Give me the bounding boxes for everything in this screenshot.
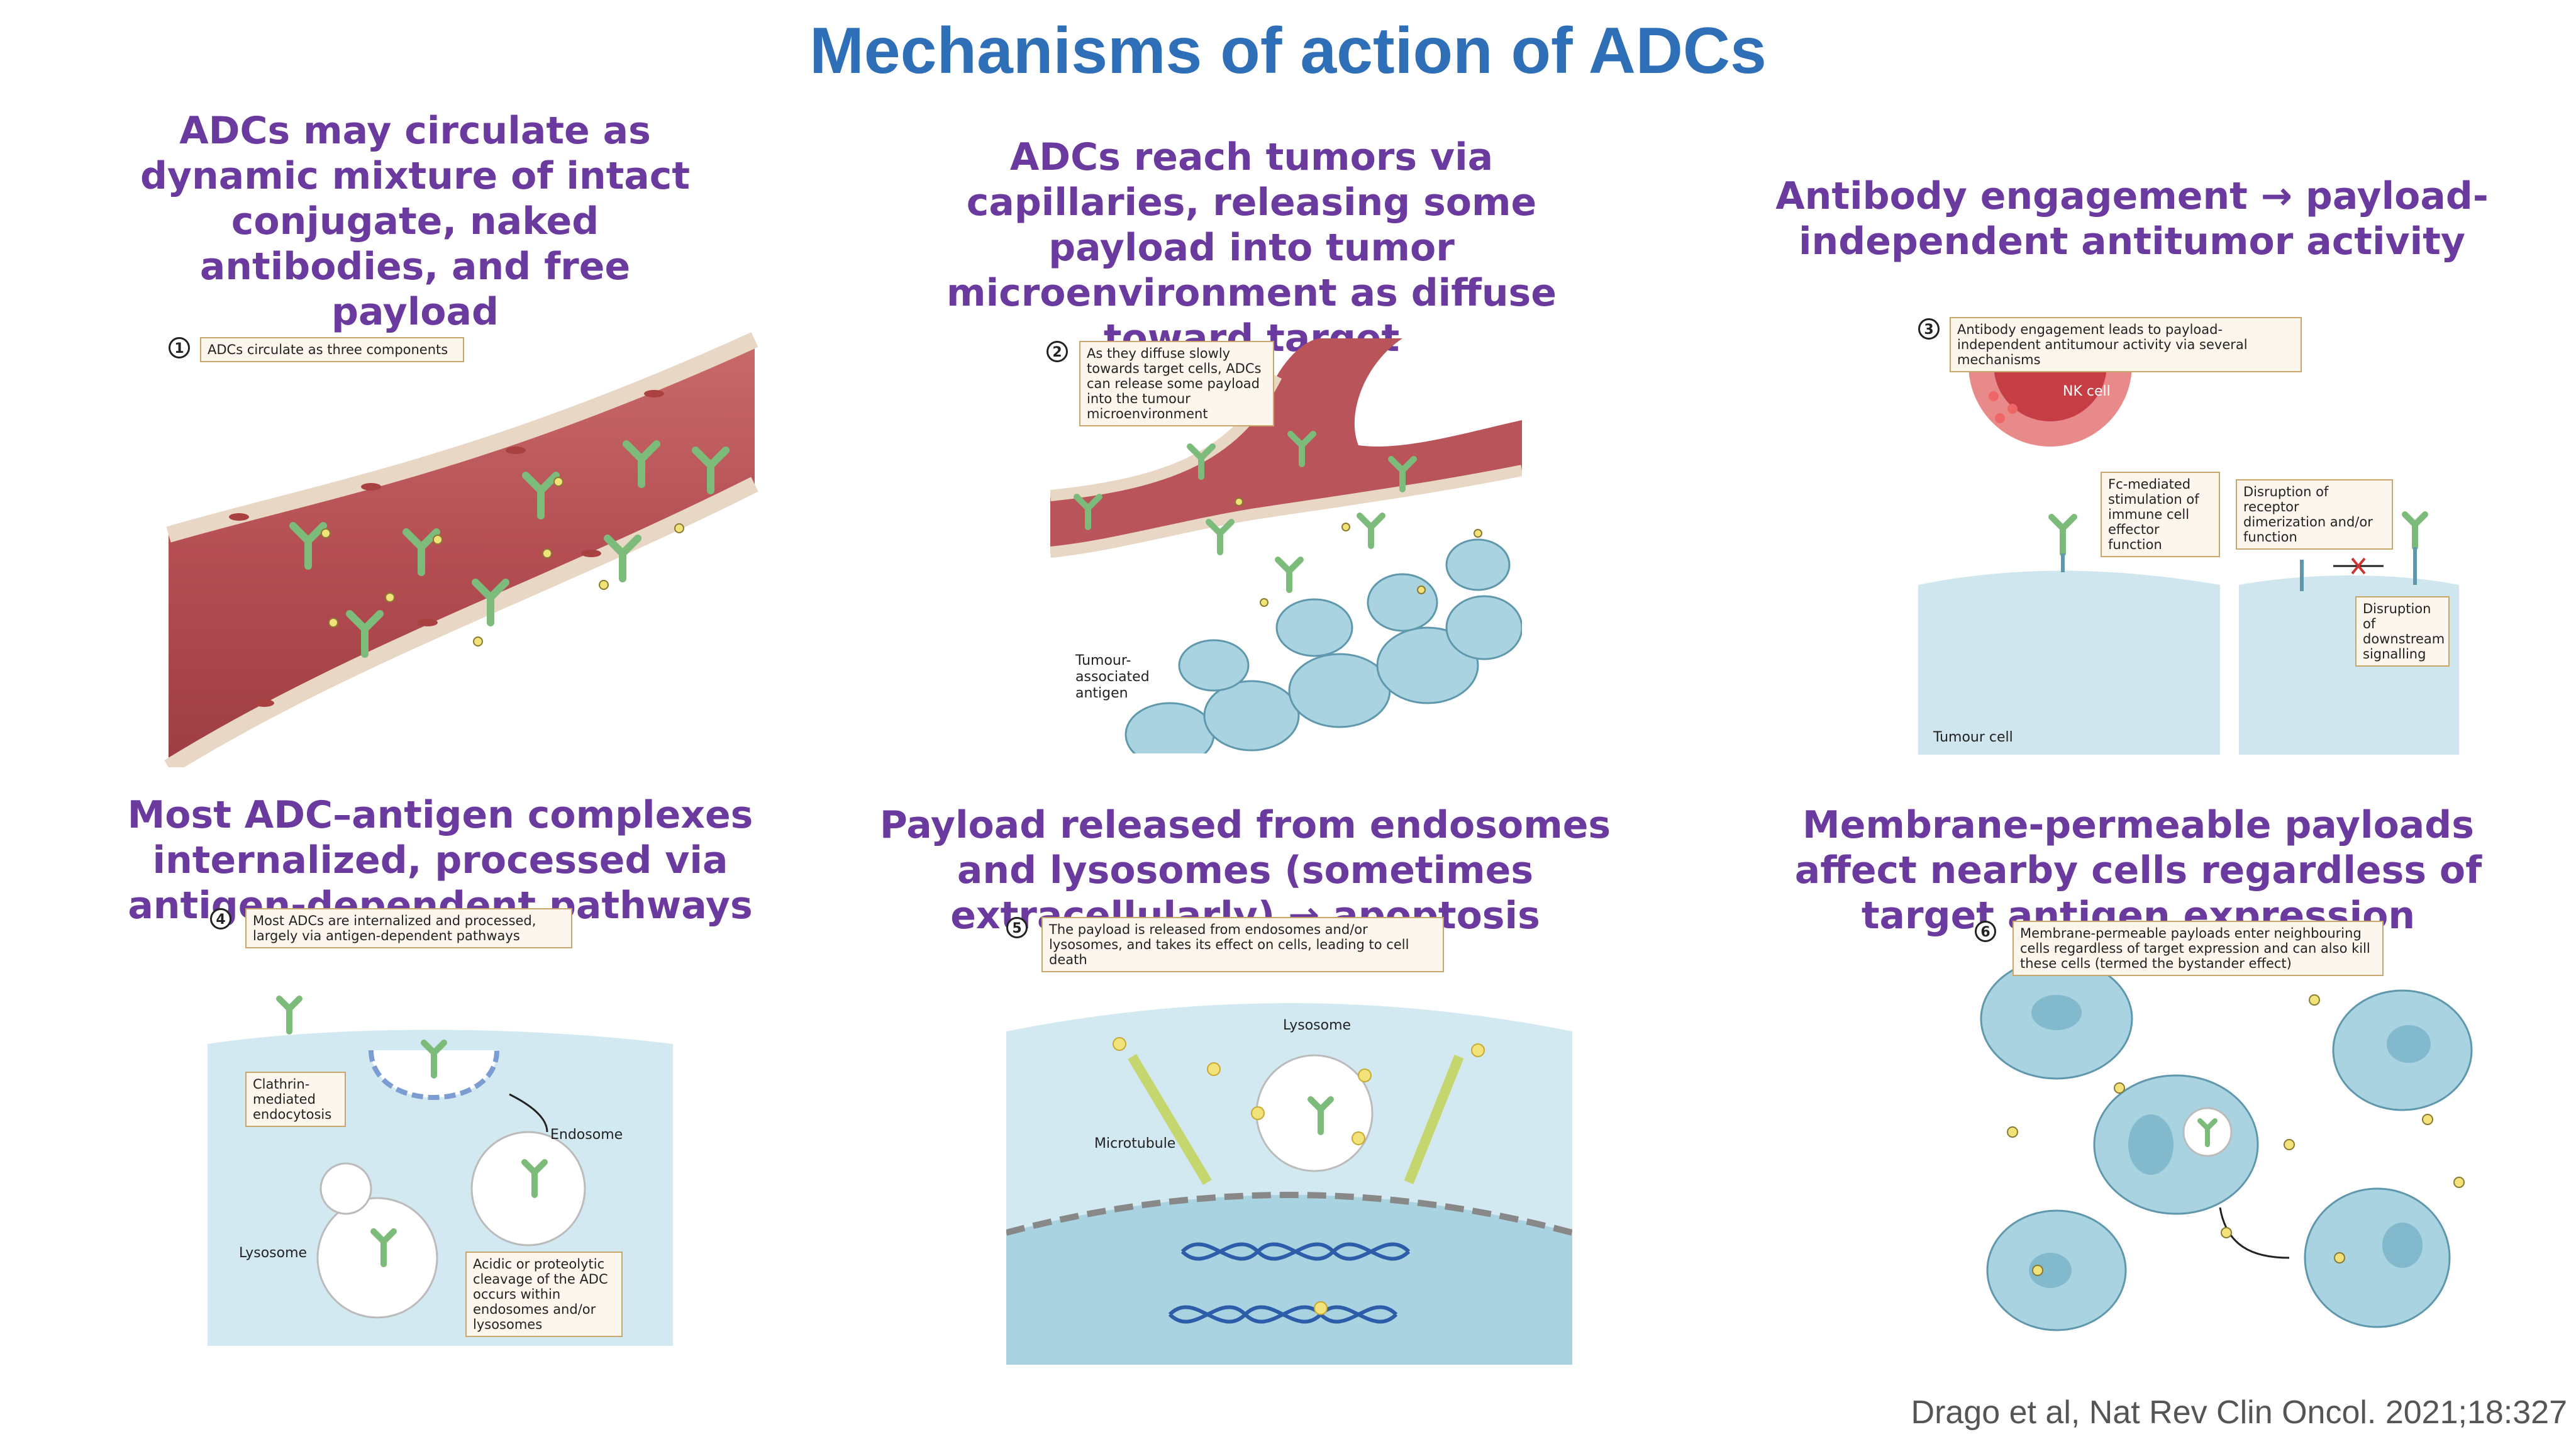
label-tumour-antigen: Tumour-associated antigen (1075, 653, 1150, 701)
heading-capillaries: ADCs reach tumors via capillaries, relea… (947, 135, 1557, 360)
step-number-2: 2 (1046, 341, 1068, 362)
panel-circulation: 1 ADCs circulate as three components (164, 327, 761, 767)
step-number-3: 3 (1918, 318, 1940, 340)
callout-payload-release: The payload is released from endosomes a… (1041, 917, 1444, 972)
panel-antibody-engagement: 3 Antibody engagement leads to payload-i… (1918, 314, 2465, 761)
label-nk-cell: NK cell (2063, 384, 2111, 399)
panel-payload-release: 5 The payload is released from endosomes… (1006, 912, 1572, 1365)
citation: Drago et al, Nat Rev Clin Oncol. 2021;18… (1911, 1394, 2567, 1431)
panel-bystander: 6 Membrane-permeable payloads enter neig… (1962, 918, 2497, 1358)
callout-downstream-signalling: Disruption of downstream signalling (2355, 596, 2450, 667)
label-lysosome-p5: Lysosome (1283, 1018, 1352, 1033)
callout-bystander: Membrane-permeable payloads enter neighb… (2012, 921, 2384, 976)
callout-cleavage: Acidic or proteolytic cleavage of the AD… (465, 1252, 623, 1337)
label-lysosome: Lysosome (239, 1245, 308, 1261)
step-number-6: 6 (1975, 921, 1996, 942)
label-microtubule: Microtubule (1094, 1136, 1176, 1152)
callout-fc-mediated: Fc-mediated stimulation of immune cell e… (2101, 472, 2220, 557)
bystander-illustration (1980, 958, 2473, 1331)
callout-circulation: ADCs circulate as three components (200, 337, 464, 362)
panel-internalization: 4 Most ADCs are internalized and process… (208, 906, 673, 1346)
callout-capillaries: As they diffuse slowly towards target ce… (1079, 341, 1274, 426)
label-endosome: Endosome (550, 1127, 623, 1143)
step-number-5: 5 (1006, 917, 1028, 938)
heading-payload-release: Payload released from endosomes and lyso… (879, 803, 1611, 938)
payload-release-illustration (1006, 1003, 1572, 1365)
callout-engagement: Antibody engagement leads to payload-ind… (1950, 317, 2302, 372)
callout-disruption-receptor: Disruption of receptor dimerization and/… (2236, 479, 2393, 550)
heading-bystander: Membrane-permeable payloads affect nearb… (1794, 803, 2482, 938)
heading-circulation: ADCs may circulate as dynamic mixture of… (140, 109, 691, 334)
capillary-illustration (1050, 338, 1522, 753)
vessel-illustration (164, 332, 758, 767)
label-tumour-cell: Tumour cell (1933, 730, 2013, 745)
step-number-1: 1 (169, 337, 190, 358)
heading-antibody-engagement: Antibody engagement → payload-independen… (1775, 174, 2489, 264)
panel-capillaries: 2 As they diffuse slowly towards target … (1046, 338, 1522, 753)
slide-title: Mechanisms of action of ADCs (809, 14, 1767, 87)
step-number-4: 4 (210, 908, 231, 930)
callout-internalization: Most ADCs are internalized and processed… (245, 908, 572, 948)
heading-internalization: Most ADC–antigen complexes internalized,… (127, 793, 753, 928)
callout-clathrin: Clathrin-mediated endocytosis (245, 1072, 346, 1127)
